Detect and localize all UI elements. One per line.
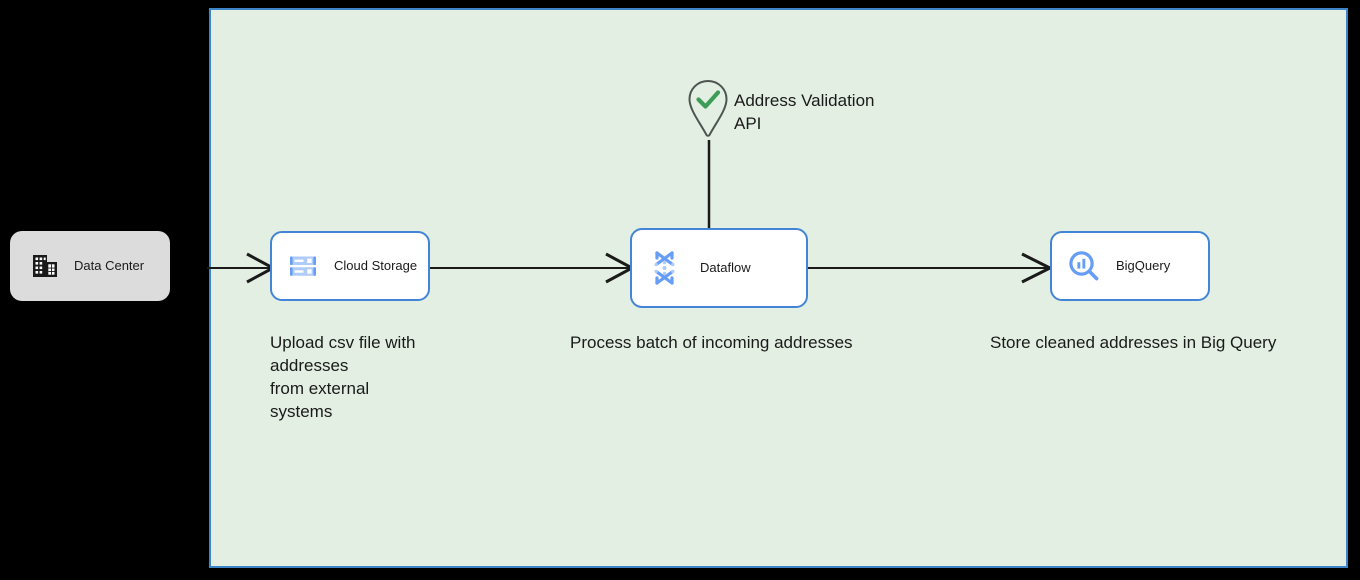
connector-address-api-to-dataflow	[704, 140, 716, 232]
node-dataflow-label: Dataflow	[700, 260, 751, 276]
node-dataflow[interactable]: Dataflow	[630, 228, 808, 308]
bigquery-icon	[1068, 250, 1100, 282]
connector-data-center-to-cloud-storage	[205, 248, 280, 288]
dataflow-icon	[650, 250, 682, 286]
caption-process-batch: Process batch of incoming addresses	[570, 333, 853, 352]
node-address-validation-api-label: Address Validation API	[734, 91, 875, 133]
node-cloud-storage-label: Cloud Storage	[334, 258, 418, 274]
node-cloud-storage[interactable]: Cloud Storage	[270, 231, 430, 301]
node-bigquery[interactable]: BigQuery	[1050, 231, 1210, 301]
caption-store-addresses: Store cleaned addresses in Big Query	[990, 333, 1277, 352]
node-bigquery-label: BigQuery	[1116, 258, 1171, 274]
connector-dataflow-to-bigquery	[806, 248, 1056, 288]
cloud-storage-icon	[288, 251, 318, 281]
caption-upload-csv: Upload csv file with addresses from exte…	[270, 333, 416, 421]
node-data-center[interactable]: Data Center	[10, 231, 170, 301]
data-center-icon	[32, 253, 58, 279]
node-data-center-label: Data Center	[74, 258, 145, 274]
map-pin-check-icon	[686, 78, 730, 140]
node-address-validation-api[interactable]: Address Validation API	[686, 78, 986, 148]
connector-cloud-storage-to-dataflow	[428, 248, 638, 288]
